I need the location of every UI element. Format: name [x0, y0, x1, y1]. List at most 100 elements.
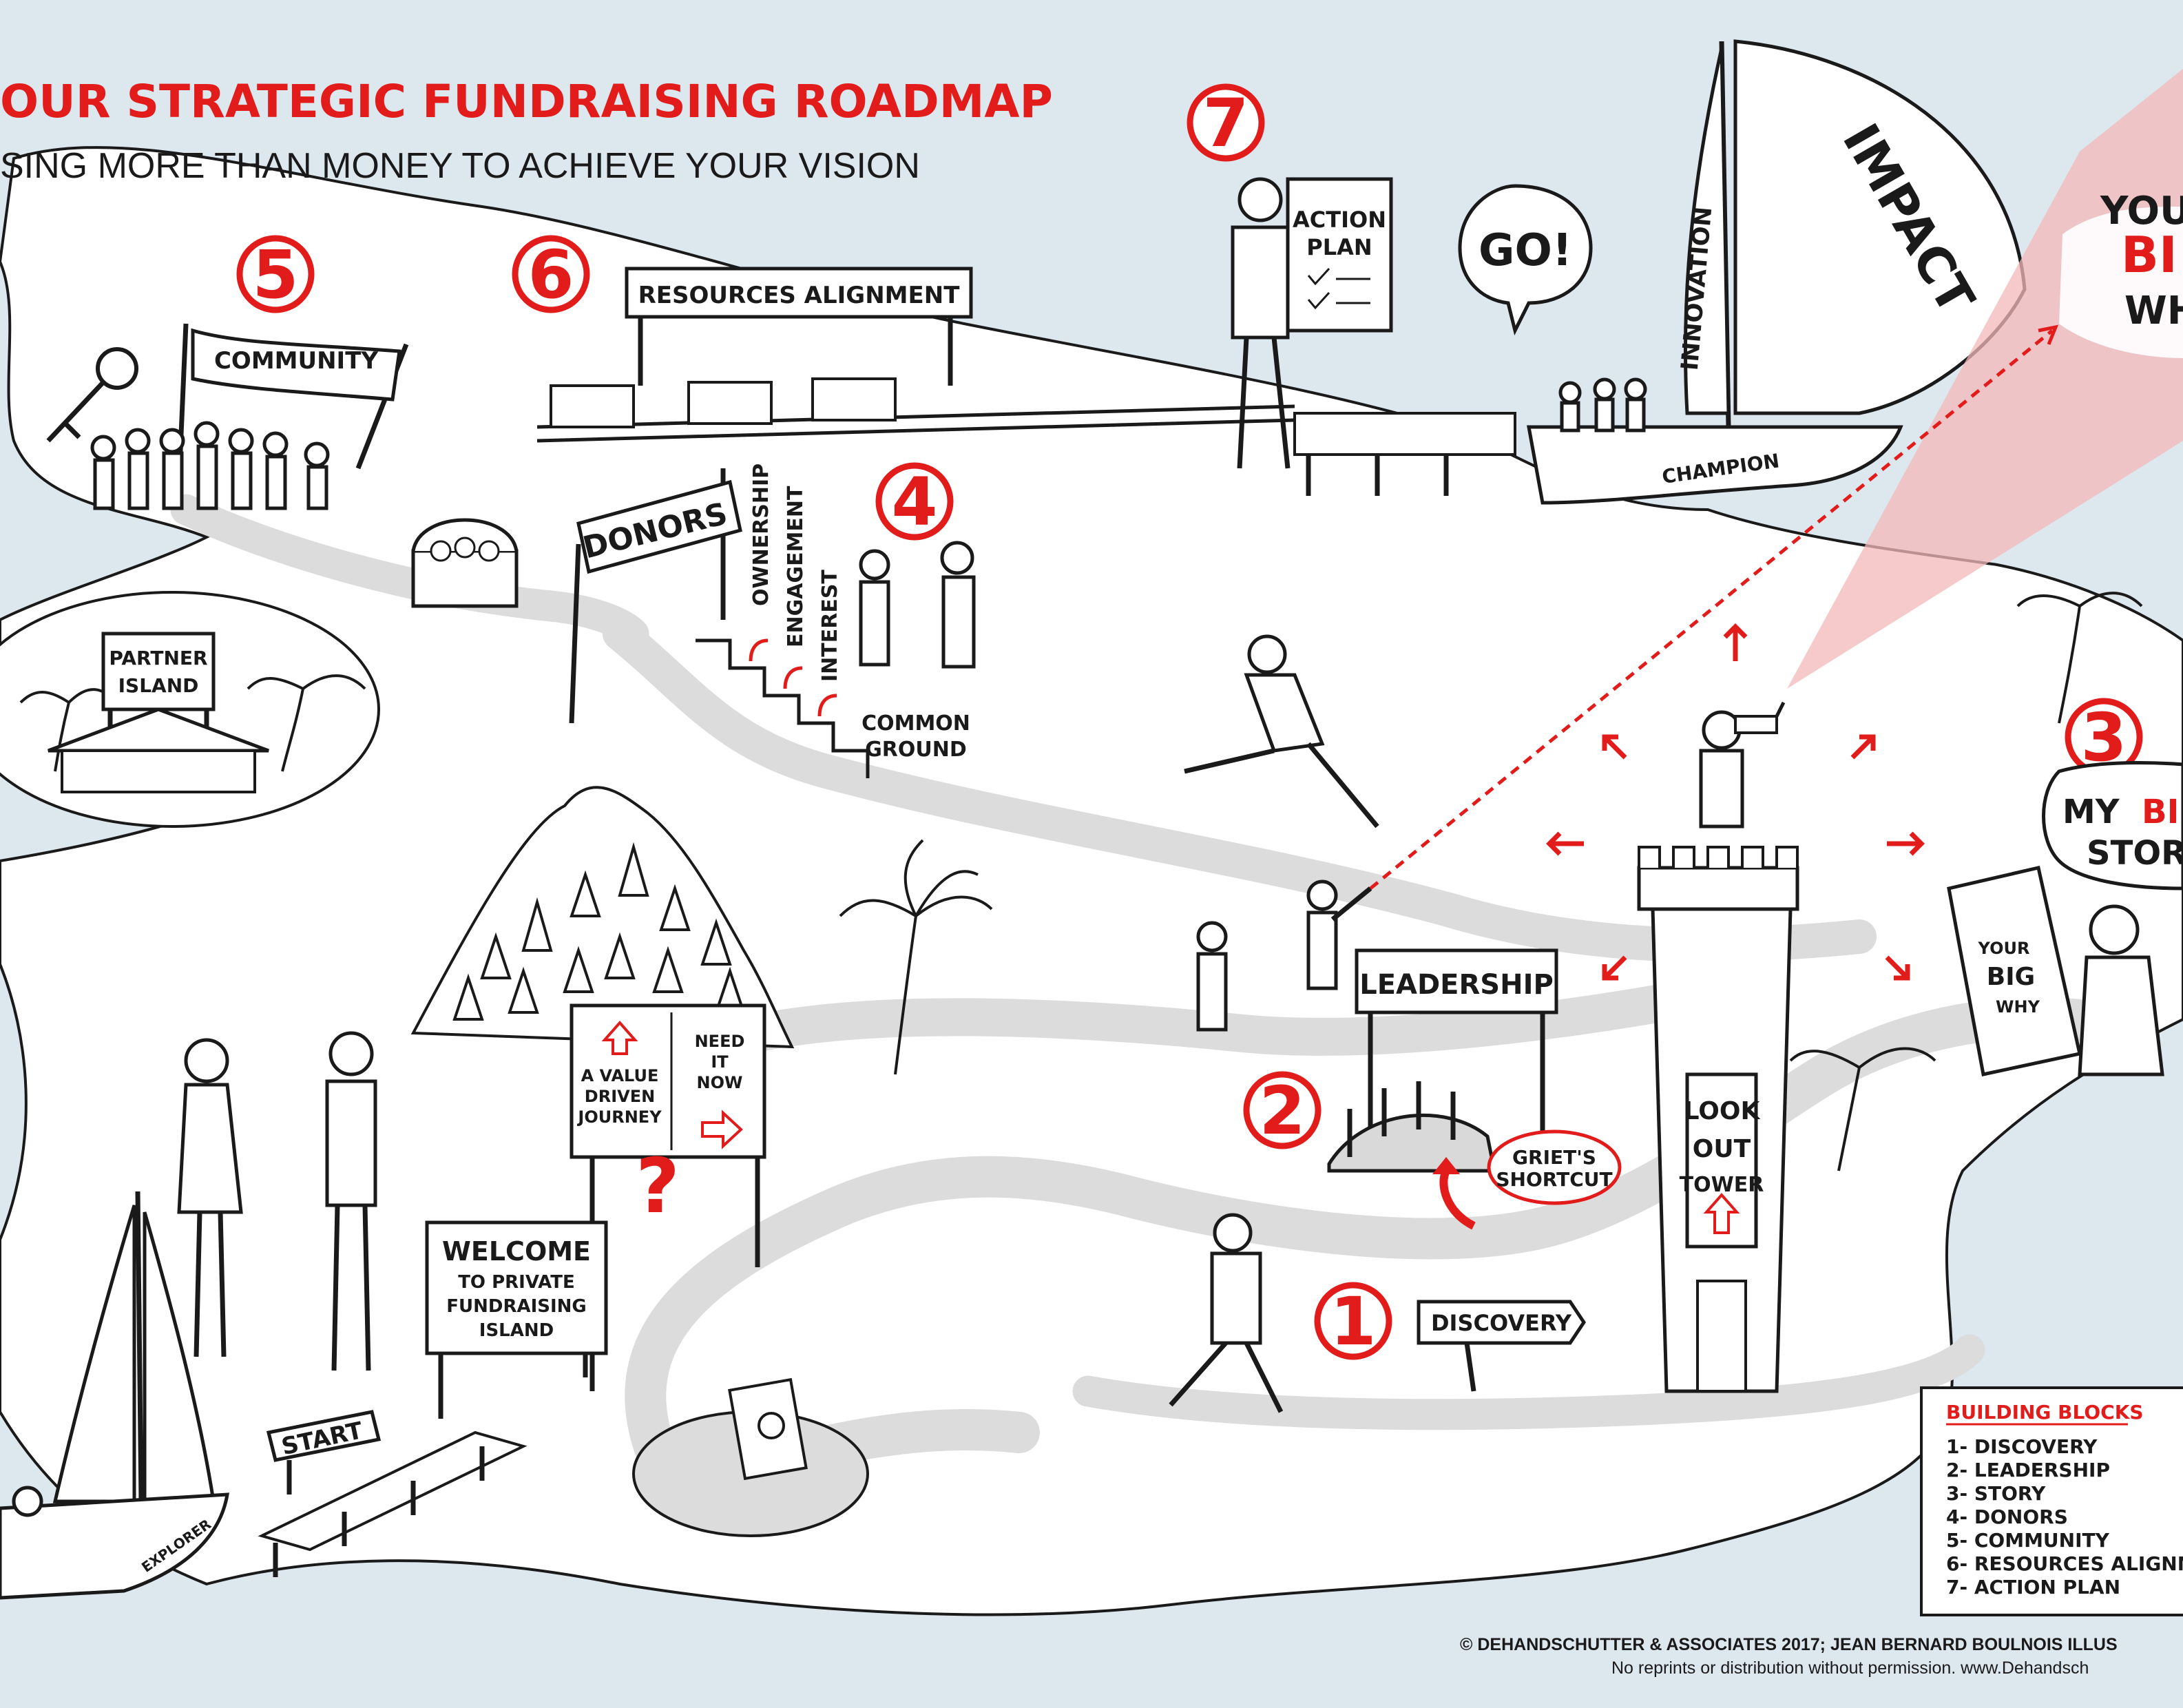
- stair-interest: INTEREST: [818, 570, 842, 682]
- need-line1: NEED: [695, 1032, 745, 1051]
- shortcut-arrow-icon: [1439, 1169, 1476, 1230]
- big-why-book: YOUR BIG WHY: [1947, 865, 2164, 1076]
- welcome-line2: TO PRIVATE: [458, 1272, 575, 1293]
- tower-up-arrow-icon: [1703, 1192, 1740, 1234]
- big-why-line3: WH: [2124, 289, 2183, 333]
- start-dock: [258, 1430, 528, 1577]
- welcome-line4: ISLAND: [479, 1320, 554, 1341]
- my-story-line2: STOR: [2087, 834, 2183, 873]
- step-1-number: 1: [1330, 1283, 1377, 1360]
- resources-alignment-label: RESOURCES ALIGNMENT: [638, 282, 961, 309]
- griets-line2: SHORTCUT: [1496, 1168, 1612, 1191]
- vision-dashed-line: [1369, 329, 2054, 890]
- step-2-number: 2: [1260, 1072, 1306, 1149]
- discovery-sign: DISCOVERY: [1417, 1300, 1587, 1392]
- ukulele-players: [177, 1031, 377, 1371]
- legend-title: BUILDING BLOCKS: [1946, 1401, 2144, 1424]
- book-line3: WHY: [1996, 997, 2040, 1017]
- step-7-marker: 7: [1187, 83, 1265, 162]
- footer-rights: No reprints or distribution without perm…: [1611, 1658, 2089, 1678]
- welcome-line3: FUNDRAISING: [446, 1296, 587, 1317]
- legend-item-4: 4- DONORS: [1946, 1506, 2068, 1528]
- value-up-arrow-icon: [601, 1020, 638, 1055]
- value-journey-sign: A VALUE DRIVEN JOURNEY NEED IT NOW ?: [570, 1003, 766, 1391]
- need-line2: IT: [711, 1052, 729, 1072]
- big-why-line1: YOU: [2100, 189, 2183, 233]
- legend-item-1: 1- DISCOVERY: [1946, 1435, 2098, 1458]
- book-line2: BIG: [1987, 963, 2035, 991]
- step-5-number: 5: [253, 236, 299, 313]
- my-big-story-bubble: MY BI STOR: [2042, 761, 2183, 891]
- palm-trees: [19, 592, 2143, 1171]
- community-label: COMMUNITY: [214, 347, 378, 375]
- value-line1: A VALUE: [581, 1066, 659, 1085]
- lookout-line1: LOOK: [1684, 1097, 1761, 1125]
- explorer-sailboat: EXPLORER: [0, 1191, 229, 1600]
- step-1-marker: 1: [1314, 1282, 1392, 1360]
- mountain-forest: [410, 786, 795, 1049]
- legend-item-6: 6- RESOURCES ALIGNM: [1946, 1552, 2183, 1575]
- need-line3: NOW: [697, 1073, 743, 1092]
- need-right-arrow-icon: [701, 1110, 743, 1149]
- page-title: OUR STRATEGIC FUNDRAISING ROADMAP: [0, 75, 1053, 128]
- walking-explorer: [1169, 1213, 1284, 1413]
- action-plan-line1: ACTION: [1293, 207, 1386, 233]
- treasure-chest: [411, 518, 519, 608]
- big-why-beam: YOU BI WH: [1775, 69, 2183, 718]
- value-line2: DRIVEN: [585, 1087, 655, 1106]
- champion-sailboat: IMPACT INNOVATION CHAMPION: [1527, 39, 2027, 505]
- bridge: [1327, 1081, 1497, 1173]
- leadership-figures: [1196, 879, 1372, 1032]
- lookout-tower: LOOK OUT TOWER: [1637, 710, 1799, 1393]
- crowd-figures: [90, 421, 330, 510]
- welcome-line1: WELCOME: [442, 1236, 591, 1267]
- resources-alignment-sign: RESOURCES ALIGNMENT: [625, 267, 973, 386]
- step-5-marker: 5: [236, 235, 315, 313]
- step-6-number: 6: [528, 236, 574, 313]
- building-blocks-legend: BUILDING BLOCKS 1- DISCOVERY 2- LEADERSH…: [1920, 1386, 2183, 1616]
- go-text: GO!: [1479, 225, 1572, 276]
- stair-ownership: OWNERSHIP: [749, 464, 773, 606]
- engagement-stairs: OWNERSHIP ENGAGEMENT INTEREST: [696, 464, 870, 778]
- step-4-marker: 4: [875, 462, 954, 541]
- telescope-icon: [1734, 715, 1778, 734]
- pier-top: [1293, 412, 1516, 496]
- big-why-line2: BI: [2121, 226, 2177, 284]
- page-subtitle: SING MORE THAN MONEY TO ACHIEVE YOUR VIS…: [0, 146, 920, 186]
- partner-island-sign: PARTNER ISLAND: [48, 632, 269, 793]
- step-4-number: 4: [892, 464, 938, 541]
- go-speech-bubble: GO!: [1458, 184, 1593, 336]
- money-islet: [632, 1377, 869, 1537]
- legend-item-5: 5- COMMUNITY: [1946, 1529, 2110, 1552]
- railway-track: [536, 377, 1295, 443]
- leadership-label: LEADERSHIP: [1359, 969, 1554, 1001]
- partner-island-line2: ISLAND: [118, 674, 199, 697]
- tower-direction-arrows: [1546, 623, 1925, 981]
- my-story-line1: MY: [2062, 793, 2120, 831]
- common-ground-handshake: COMMON GROUND: [859, 541, 976, 762]
- legend-item-3: 3- STORY: [1946, 1482, 2046, 1505]
- common-ground-line1: COMMON: [861, 711, 970, 736]
- action-plan-line2: PLAN: [1306, 234, 1372, 260]
- footer-copyright: © DEHANDSCHUTTER & ASSOCIATES 2017; JEAN…: [1460, 1635, 2118, 1654]
- lookout-line2: OUT: [1693, 1135, 1751, 1163]
- value-line3: JOURNEY: [576, 1107, 662, 1127]
- griets-shortcut-bubble: GRIET'S SHORTCUT: [1432, 1129, 1622, 1230]
- running-explorer: [1184, 634, 1379, 829]
- step-2-marker: 2: [1243, 1071, 1322, 1149]
- vision-arrowhead-icon: [2038, 324, 2059, 345]
- stair-engagement: ENGAGEMENT: [784, 486, 808, 647]
- key-icon: [46, 347, 138, 443]
- griets-line1: GRIET'S: [1512, 1146, 1596, 1169]
- legend-item-7: 7- ACTION PLAN: [1946, 1576, 2120, 1598]
- my-story-line1b: BI: [2142, 793, 2179, 831]
- legend-item-2: 2- LEADERSHIP: [1946, 1459, 2110, 1481]
- action-plan-figure: ACTION PLAN: [1231, 177, 1393, 469]
- common-ground-line2: GROUND: [865, 738, 967, 762]
- step-7-number: 7: [1203, 85, 1249, 162]
- step-6-marker: 6: [512, 235, 590, 313]
- welcome-sign: WELCOME TO PRIVATE FUNDRAISING ISLAND: [425, 1220, 608, 1419]
- partner-island-line1: PARTNER: [109, 647, 207, 669]
- discovery-label: DISCOVERY: [1431, 1310, 1572, 1336]
